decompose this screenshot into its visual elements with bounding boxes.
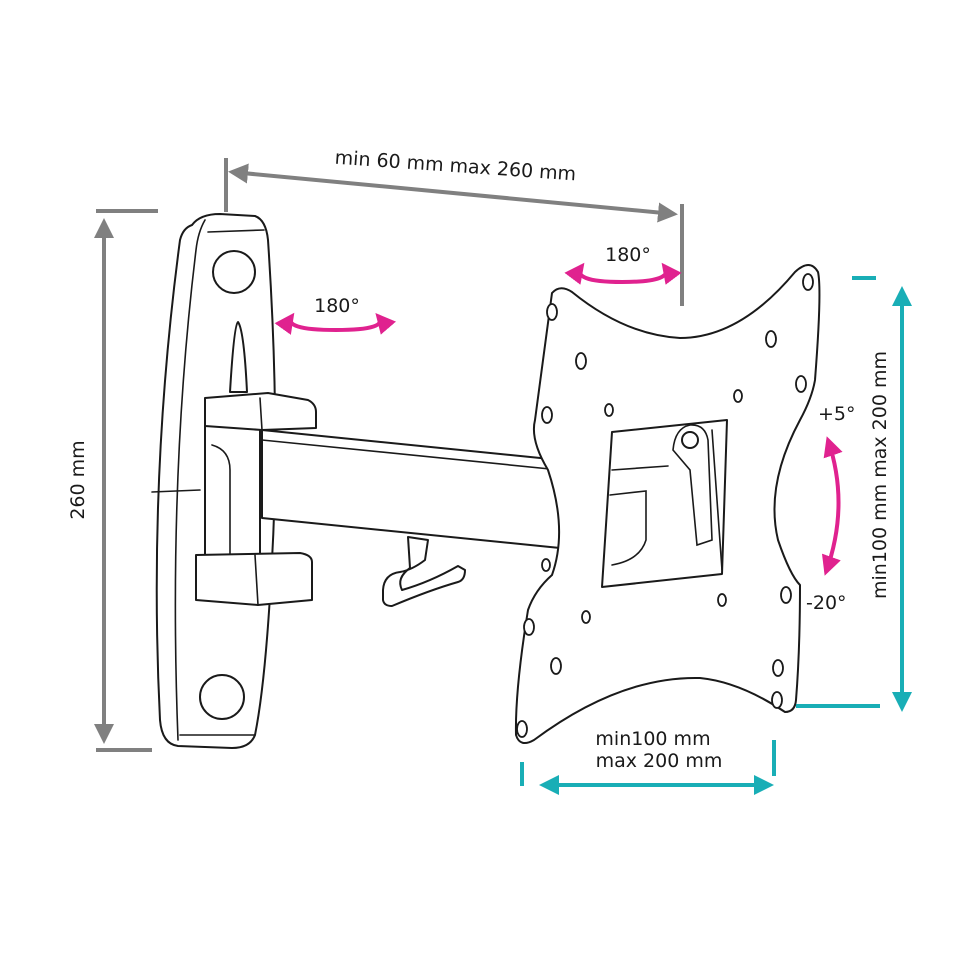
vesa-vertical-dimension (796, 276, 912, 712)
tilt-bracket (601, 419, 728, 588)
swivel-arm (195, 392, 561, 607)
wall-plate-height-dimension (94, 209, 158, 752)
tilt-up-label: +5° (818, 403, 856, 425)
head-swivel-arrow (564, 262, 682, 285)
vesa-plate (514, 264, 821, 745)
head-swivel-label: 180° (605, 244, 651, 266)
arm-swivel-arrow (274, 312, 396, 335)
arm-swivel-label: 180° (314, 295, 360, 317)
mount-hole-bottom (199, 674, 245, 720)
arm-extension-dimension (224, 158, 684, 306)
tilt-down-label: -20° (806, 592, 847, 614)
tilt-arrow (821, 436, 843, 576)
mount-hole-top (212, 250, 256, 294)
wall-plate-height-label: 260 mm (67, 440, 89, 519)
vesa-vertical-label: min100 mm max 200 mm (869, 351, 891, 599)
vesa-horizontal-label-line2: max 200 mm (596, 750, 723, 772)
arm-extension-label: min 60 mm max 260 mm (334, 147, 577, 186)
vesa-horizontal-dimension (520, 740, 776, 795)
vesa-horizontal-label-line1: min100 mm (595, 728, 710, 750)
